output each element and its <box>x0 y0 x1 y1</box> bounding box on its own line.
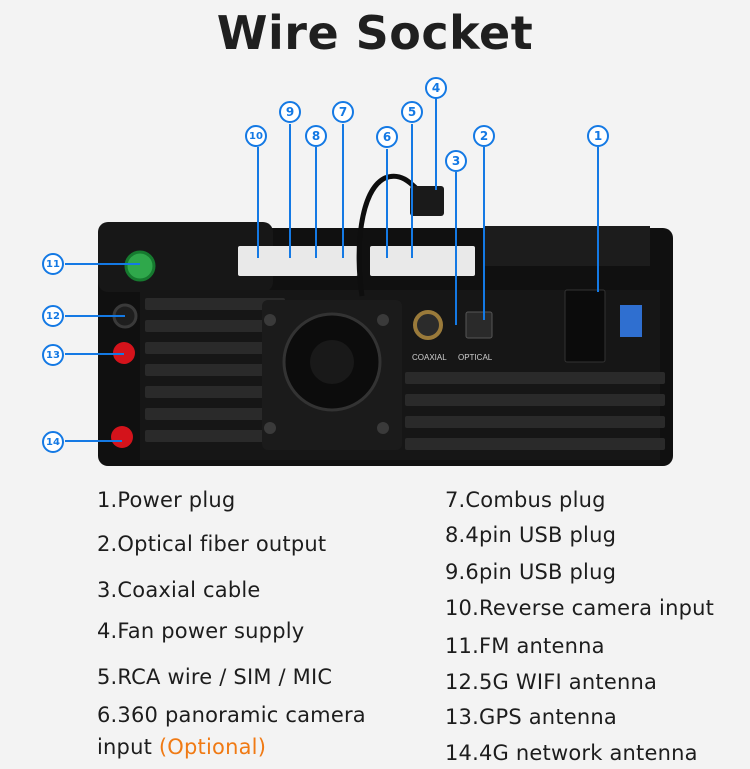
coaxial-port <box>413 310 443 340</box>
legend-item-6-cont: input (Optional) <box>97 735 266 759</box>
legend-item-7: 7.Combus plug <box>445 488 606 512</box>
legend-item-11: 11.FM antenna <box>445 634 605 658</box>
power-plug-socket <box>564 289 606 363</box>
callout-10: 10 <box>245 125 267 147</box>
legend-item-6: 6.360 panoramic camera <box>97 703 366 727</box>
callout-2: 2 <box>473 125 495 147</box>
fan-connector <box>410 186 444 216</box>
callout-8: 8 <box>305 125 327 147</box>
legend-item-3: 3.Coaxial cable <box>97 578 261 602</box>
legend-item-2: 2.Optical fiber output <box>97 532 327 556</box>
socket-legend: 1.Power plug 2.Optical fiber output 3.Co… <box>0 484 750 769</box>
cooling-fan <box>262 300 402 450</box>
legend-item-12: 12.5G WIFI antenna <box>445 670 658 694</box>
head-unit-back-panel: COAXIAL OPTICAL 1 2 3 4 5 6 <box>42 77 673 466</box>
callout-12: 12 <box>42 305 64 327</box>
page-title: Wire Socket <box>216 6 534 60</box>
callout-6: 6 <box>376 126 398 148</box>
callout-7: 7 <box>332 101 354 123</box>
fm-antenna-port <box>124 250 156 282</box>
legend-item-13: 13.GPS antenna <box>445 705 617 729</box>
white-connectors <box>238 246 475 276</box>
blue-clip <box>620 305 642 337</box>
legend-item-1: 1.Power plug <box>97 488 236 512</box>
callout-lines <box>65 98 599 442</box>
coaxial-label: COAXIAL <box>412 353 447 362</box>
callout-3: 3 <box>445 150 467 172</box>
callout-13: 13 <box>42 344 64 366</box>
lte-antenna-port <box>111 426 133 448</box>
legend-item-6-input: input <box>97 735 159 759</box>
fan-cable <box>356 173 422 297</box>
optional-tag: (Optional) <box>158 735 267 759</box>
legend-item-9: 9.6pin USB plug <box>445 560 617 584</box>
legend-item-8: 8.4pin USB plug <box>445 523 617 547</box>
callout-1: 1 <box>587 125 609 147</box>
cooling-fins <box>145 298 665 450</box>
legend-item-14: 14.4G network antenna <box>445 741 698 765</box>
device-illustration: COAXIAL OPTICAL <box>65 98 673 466</box>
optical-port <box>465 311 493 339</box>
callout-9: 9 <box>279 101 301 123</box>
optical-label: OPTICAL <box>458 353 493 362</box>
callout-5: 5 <box>401 101 423 123</box>
legend-item-10: 10.Reverse camera input <box>445 596 715 620</box>
legend-item-4: 4.Fan power supply <box>97 619 305 643</box>
callout-4: 4 <box>425 77 447 99</box>
callout-14: 14 <box>42 431 64 453</box>
legend-item-5: 5.RCA wire / SIM / MIC <box>97 665 333 689</box>
callout-11: 11 <box>42 253 64 275</box>
